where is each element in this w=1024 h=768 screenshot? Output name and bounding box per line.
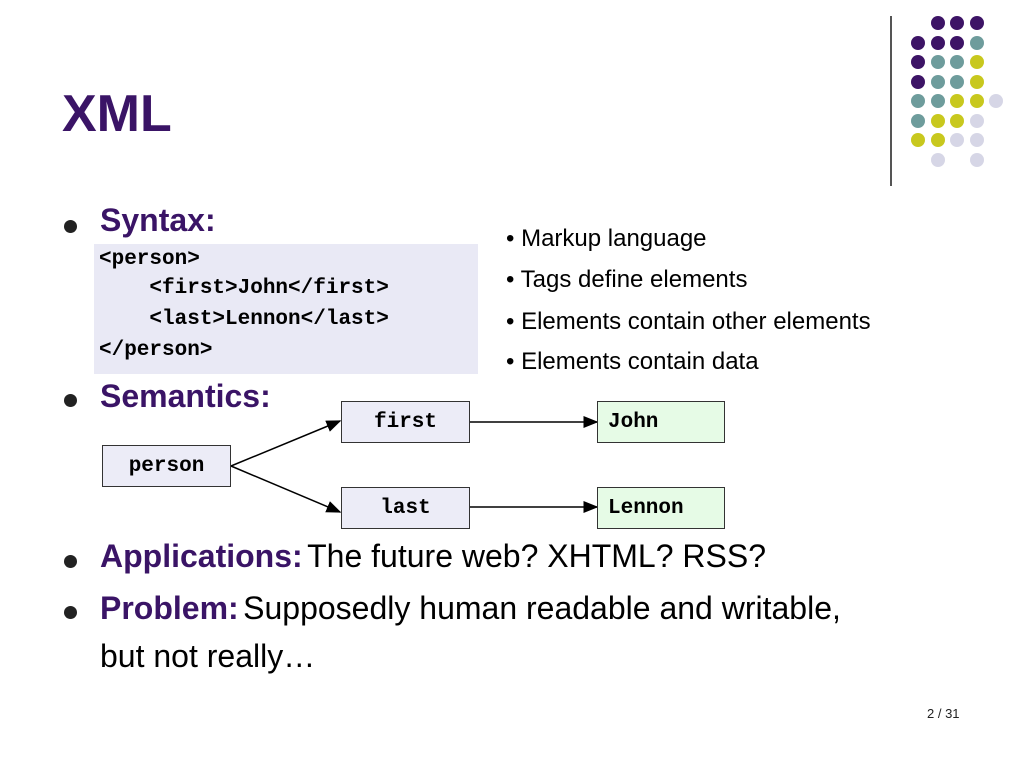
decorative-dot <box>969 35 984 50</box>
slide-title: XML <box>62 85 172 143</box>
decorative-dot <box>950 133 964 147</box>
feature-item: • Elements contain other elements <box>506 308 871 335</box>
bullet-dot <box>64 220 77 233</box>
decorative-dot <box>989 94 1003 108</box>
decorative-dot <box>969 152 984 167</box>
node-john: John <box>597 401 725 443</box>
decorative-dot <box>950 16 964 30</box>
decorative-dot <box>911 113 925 128</box>
decorative-dot <box>911 133 925 147</box>
decorative-dot <box>911 74 925 89</box>
feature-item: • Markup language <box>506 225 707 252</box>
page-number: 2 / 31 <box>927 706 960 721</box>
code-line: <person> <box>99 248 200 271</box>
decorative-dot <box>969 133 984 147</box>
decorative-dot <box>930 35 945 50</box>
decorative-dot <box>950 113 964 128</box>
decorative-dot <box>911 55 925 69</box>
code-line: <first>John</first> <box>99 277 389 300</box>
decorative-dot <box>950 94 964 108</box>
node-person: person <box>102 445 231 487</box>
feature-item: • Elements contain data <box>506 348 759 375</box>
problem-item: Problem: Supposedly human readable and w… <box>100 592 841 624</box>
decorative-dot <box>911 94 925 108</box>
node-lennon: Lennon <box>597 487 725 529</box>
applications-item: Applications: The future web? XHTML? RSS… <box>100 540 766 572</box>
applications-text: The future web? XHTML? RSS? <box>307 538 766 574</box>
decorative-dot <box>930 55 945 69</box>
decorative-dot <box>950 74 964 89</box>
problem-label: Problem: <box>100 590 239 626</box>
problem-text-continued: but not really… <box>100 638 316 674</box>
decorative-dot <box>969 113 984 128</box>
decorative-dot <box>969 16 984 30</box>
decorative-dot <box>930 152 945 167</box>
applications-label: Applications: <box>100 538 303 574</box>
decorative-dot <box>930 94 945 108</box>
decorative-dot <box>930 133 945 147</box>
semantics-label: Semantics: <box>100 378 271 414</box>
code-line: </person> <box>99 339 213 362</box>
decorative-dot <box>930 74 945 89</box>
decorative-dot <box>969 94 984 108</box>
edge-person-last <box>230 465 342 513</box>
code-block: <person> <first>John</first> <last>Lenno… <box>94 244 478 374</box>
syntax-label: Syntax: <box>100 202 216 238</box>
edge-person-first <box>230 420 342 467</box>
feature-item: • Tags define elements <box>506 266 748 293</box>
decorative-dot <box>911 35 925 50</box>
bullet-dot <box>64 555 77 568</box>
decorative-dot <box>969 74 984 89</box>
node-last: last <box>341 487 470 529</box>
bullet-dot <box>64 606 77 619</box>
decorative-dot <box>950 55 964 69</box>
node-first: first <box>341 401 470 443</box>
code-line: <last>Lennon</last> <box>99 308 389 331</box>
decorative-dot <box>950 35 964 50</box>
decorative-dot <box>969 55 984 69</box>
decorative-dot <box>930 113 945 128</box>
bullet-dot <box>64 394 77 407</box>
header-divider <box>890 16 892 186</box>
decorative-dot <box>930 16 945 30</box>
problem-text: Supposedly human readable and writable, <box>243 590 841 626</box>
